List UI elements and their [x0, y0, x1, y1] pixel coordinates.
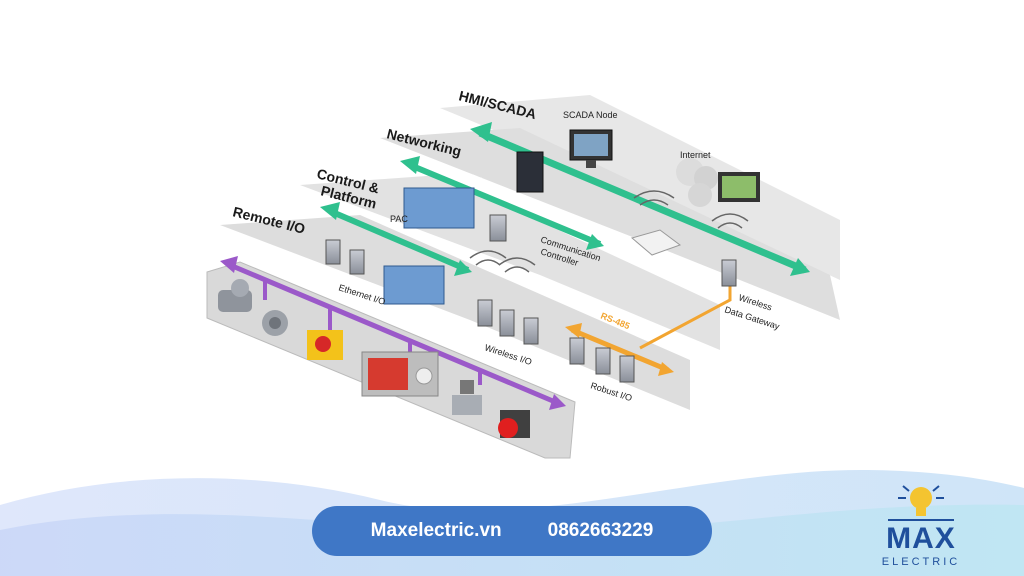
internet-label: Internet	[680, 150, 711, 160]
hmi-ethernet-arrow-left	[470, 122, 492, 142]
control-ethernet-arrow-right	[454, 260, 472, 276]
wireless-io-label: Wireless I/O	[483, 342, 533, 367]
lightbulb-icon	[888, 485, 954, 521]
fieldbus-arrow-right	[549, 394, 566, 410]
control-ethernet-line	[328, 208, 470, 273]
wireless-io-module-2	[499, 309, 515, 337]
communication-controller	[489, 214, 507, 242]
rs485-arrow-left	[565, 323, 582, 338]
pac-label: PAC	[390, 214, 408, 224]
remote-io-module-1	[325, 239, 341, 265]
internet-screen	[722, 176, 756, 198]
valve-icon	[452, 380, 482, 415]
rs485-line	[571, 327, 669, 373]
remote-io-module-2	[349, 249, 365, 275]
rs485-arrow-right	[658, 362, 674, 376]
motor-icon	[262, 310, 288, 336]
scada-screen	[574, 134, 608, 156]
network-ethernet-arrow-left	[400, 156, 420, 174]
fieldbus-line	[229, 262, 561, 407]
flow-meter-icon	[218, 279, 252, 312]
max-electric-logo: MAX ELECTRIC	[876, 480, 966, 576]
logo-text-main: MAX	[886, 522, 956, 555]
scada-node-label: SCADA Node	[563, 110, 618, 120]
internet-cloud-icon	[676, 158, 718, 207]
control-ethernet-arrow-left	[320, 202, 340, 220]
gateway-label-line2: Data Gateway	[723, 304, 781, 331]
display-panel-icon	[361, 351, 439, 397]
network-switch	[516, 151, 544, 193]
website-link[interactable]: Maxelectric.vn	[370, 520, 502, 541]
logo-text-sub: ELECTRIC	[881, 556, 961, 568]
robust-io-module-1	[569, 337, 585, 365]
wireless-io-module-1	[477, 299, 493, 327]
stop-button-icon	[498, 410, 530, 438]
ethernet-io-rack	[383, 265, 445, 305]
network-ethernet-arrow-right	[586, 234, 604, 250]
hmi-ethernet-arrow-right	[790, 258, 810, 276]
wireless-router	[630, 229, 682, 256]
fieldbus-arrow-left	[220, 256, 238, 273]
network-ethernet-line	[408, 162, 602, 247]
scada-stand	[586, 160, 596, 168]
phone-number[interactable]: 0862663229	[547, 520, 654, 541]
ethernet-io-label: Ethernet I/O	[337, 282, 386, 307]
contact-bar: Maxelectric.vn 0862663229	[312, 506, 712, 556]
robust-io-module-2	[595, 347, 611, 375]
wireless-gateway	[721, 259, 737, 287]
robust-io-module-3	[619, 355, 635, 383]
emergency-switch-icon	[307, 330, 343, 360]
pac-rack	[403, 187, 475, 229]
wireless-signal-icon	[469, 190, 749, 273]
wireless-io-module-3	[523, 317, 539, 345]
